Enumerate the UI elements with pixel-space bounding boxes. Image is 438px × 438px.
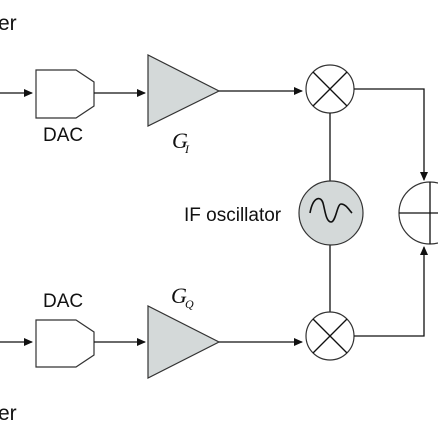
sine-wave-icon — [309, 197, 353, 223]
mixer-bottom-cross-b — [312, 318, 348, 354]
bottom-label-fragment: er — [0, 402, 17, 425]
dac-label-bottom: DAC — [43, 291, 83, 312]
amplifier-top — [147, 54, 221, 127]
if-oscillator — [298, 180, 364, 246]
dac-label-top: DAC — [43, 125, 83, 146]
mixer-bottom-to-summer-wire — [354, 246, 428, 337]
mixer-top-cross-b — [312, 71, 348, 107]
if-oscillator-label: IF oscillator — [184, 205, 282, 226]
gain-label-i: G I — [172, 128, 192, 156]
gain-label-q: G Q — [171, 283, 194, 311]
dac-block-bottom — [35, 319, 95, 368]
mixer-top-to-summer-wire — [354, 88, 428, 181]
dac-block-top — [35, 69, 95, 119]
top-label-fragment: er — [0, 12, 17, 35]
amplifier-bottom — [147, 305, 221, 379]
